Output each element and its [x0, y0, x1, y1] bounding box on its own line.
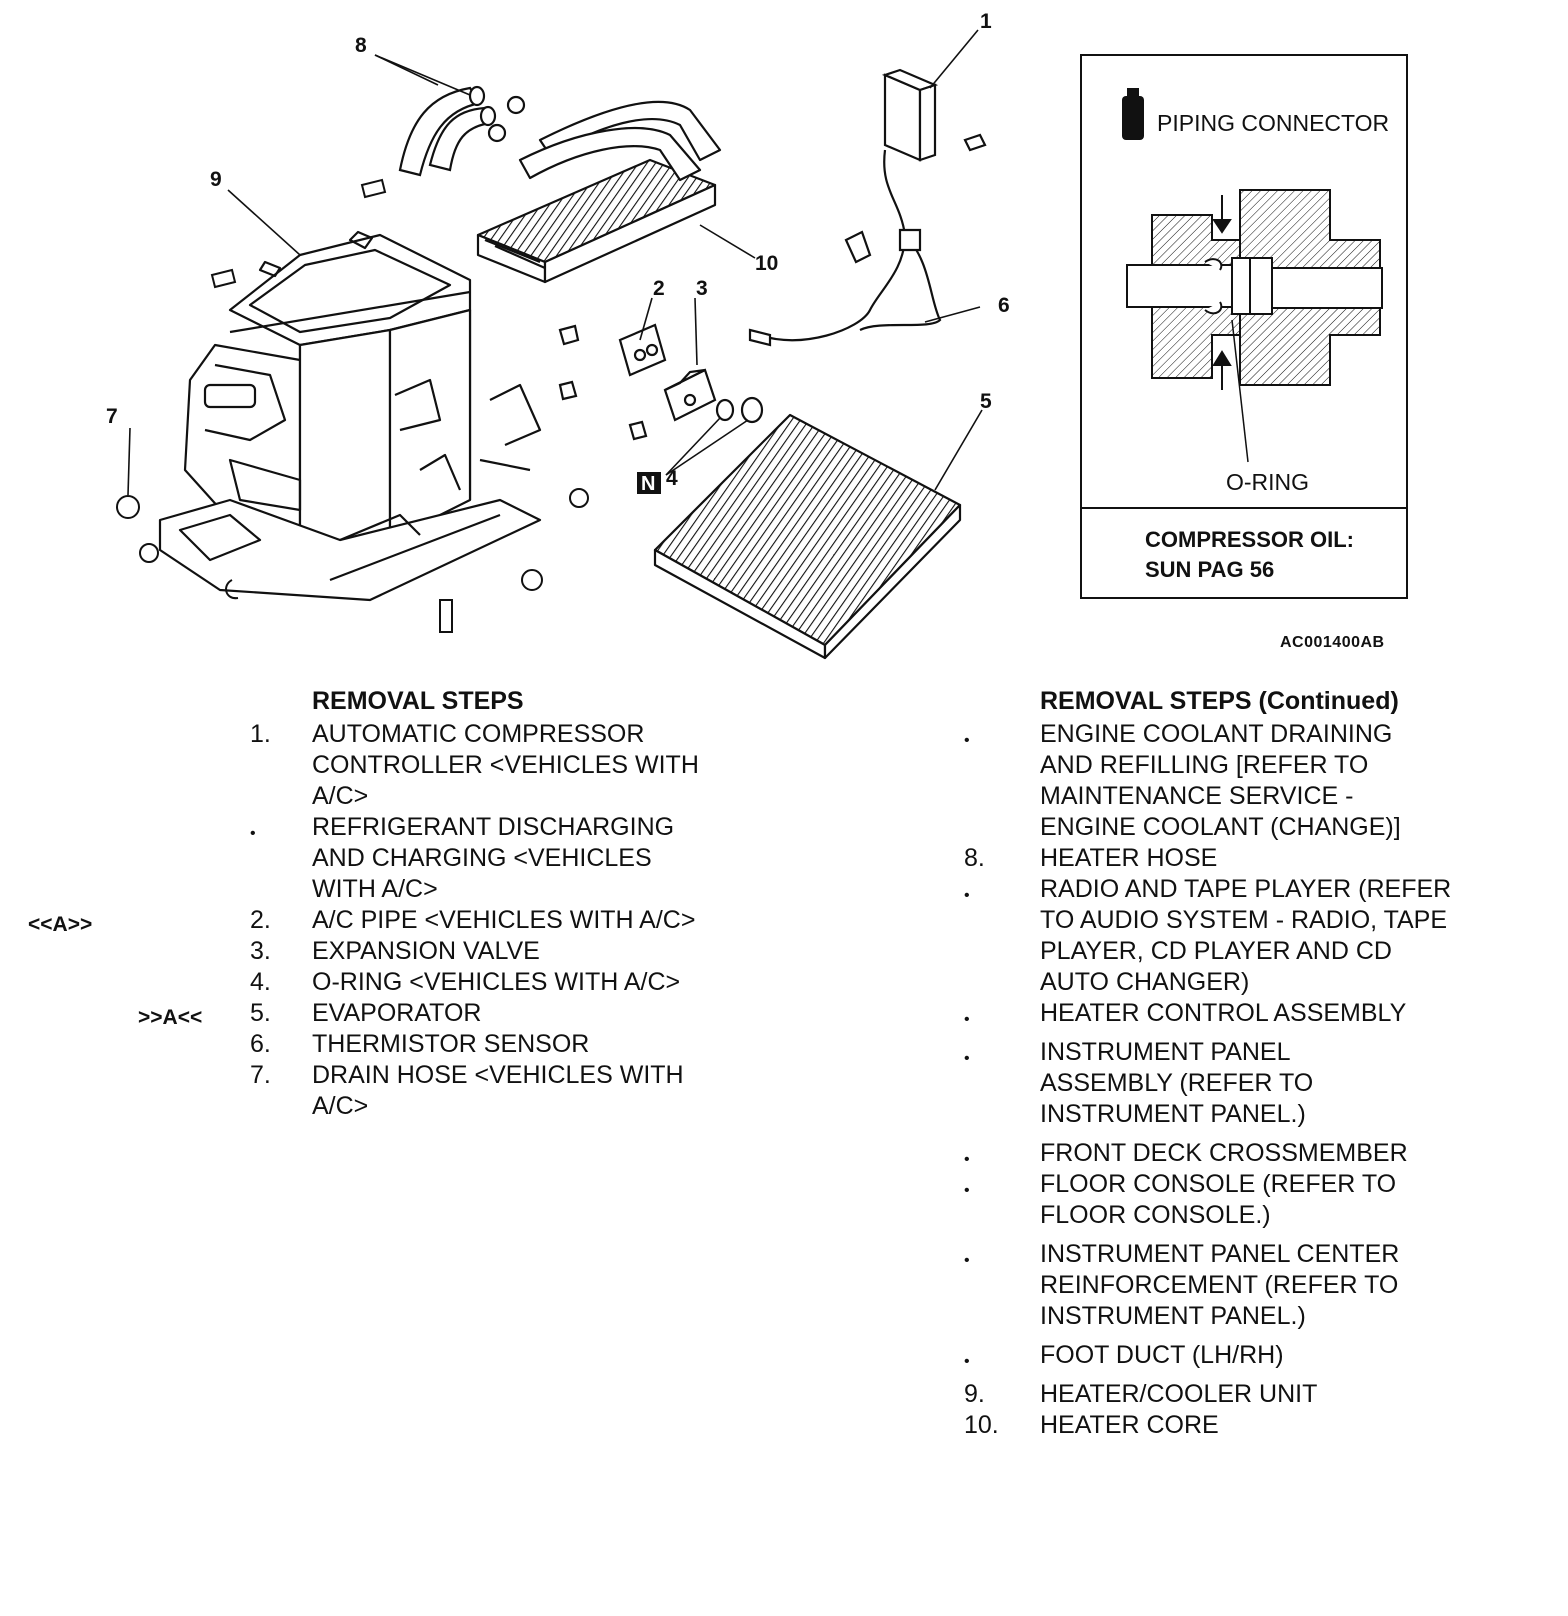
connector-cross-section	[1126, 189, 1383, 463]
o-ring-label: O-RING	[1226, 469, 1309, 495]
removal-steps-left: REMOVAL STEPS 1. AUTOMATIC COMPRESSOR CON…	[250, 686, 790, 1122]
step-bullet: •	[964, 1252, 970, 1269]
leader-lines	[127, 29, 983, 496]
step-bullet: •	[964, 1050, 970, 1067]
step-item: 7. DRAIN HOSE <VEHICLES WITH A/C>	[250, 1060, 790, 1122]
step-text: HEATER CONTROL ASSEMBLY	[1040, 999, 1407, 1027]
callout-1: 1	[980, 10, 992, 33]
step-number: 6.	[250, 1030, 271, 1058]
step-text: EXPANSION VALVE	[312, 937, 540, 965]
step-item: 6. THERMISTOR SENSOR	[250, 1029, 790, 1060]
step-item: 3. EXPANSION VALVE	[250, 936, 790, 967]
step-text: REFRIGERANT DISCHARGING AND CHARGING <VE…	[312, 813, 675, 903]
step-text: INSTRUMENT PANEL ASSEMBLY (REFER TO INST…	[1040, 1038, 1314, 1128]
step-number: 7.	[250, 1061, 271, 1089]
removal-steps-continued-heading: REMOVAL STEPS (Continued)	[1040, 687, 1399, 715]
piping-connector-inset: PIPING CONNECTOR O-RING COMPRESSOR OIL: …	[1080, 54, 1408, 599]
callout-10: 10	[755, 252, 778, 275]
step-bullet: •	[964, 1151, 970, 1168]
callout-5: 5	[980, 390, 992, 413]
step-item: • HEATER CONTROL ASSEMBLY	[964, 998, 1524, 1029]
heater-core-drawing	[476, 100, 722, 284]
step-text: ENGINE COOLANT DRAINING AND REFILLING [R…	[1040, 720, 1401, 841]
heater-cooler-unit-drawing	[158, 230, 542, 602]
step-text: THERMISTOR SENSOR	[312, 1030, 590, 1058]
step-bullet: •	[964, 1353, 970, 1370]
step-text: INSTRUMENT PANEL CENTER REINFORCEMENT (R…	[1040, 1240, 1400, 1330]
exploded-parts-diagram: 1 2 3 4 5 6 7 8 9 10 N PIPING CONNECTOR	[106, 10, 1408, 660]
step-number: 8.	[964, 844, 985, 872]
step-item: 5. EVAPORATOR	[250, 998, 790, 1029]
step-text: DRAIN HOSE <VEHICLES WITH A/C>	[312, 1061, 684, 1120]
step-item: • INSTRUMENT PANEL CENTER REINFORCEMENT (…	[964, 1239, 1524, 1332]
step-bullet: •	[964, 887, 970, 904]
step-number: 9.	[964, 1380, 985, 1408]
evaporator-drawing	[653, 413, 962, 660]
inset-title: PIPING CONNECTOR	[1157, 110, 1389, 136]
service-marker-a-out: >>A<<	[138, 1006, 203, 1029]
compressor-controller-drawing	[748, 68, 987, 347]
step-number: 4.	[250, 968, 271, 996]
expansion-valve-drawing	[558, 323, 764, 441]
step-item: 8. HEATER HOSE	[964, 843, 1524, 874]
compressor-oil-value: SUN PAG 56	[1145, 557, 1274, 582]
step-bullet: •	[964, 732, 970, 749]
step-text: HEATER CORE	[1040, 1411, 1219, 1439]
callout-7: 7	[106, 405, 118, 428]
step-bullet: •	[250, 825, 256, 842]
step-text: O-RING <VEHICLES WITH A/C>	[312, 968, 681, 996]
step-number: 2.	[250, 906, 271, 934]
callout-6: 6	[998, 294, 1010, 317]
step-item: • FLOOR CONSOLE (REFER TO FLOOR CONSOLE.)	[964, 1169, 1524, 1231]
n-badge	[637, 472, 661, 494]
step-text: FOOT DUCT (LH/RH)	[1040, 1341, 1284, 1369]
step-item: • REFRIGERANT DISCHARGING AND CHARGING <V…	[250, 812, 790, 905]
step-text: AUTOMATIC COMPRESSOR CONTROLLER <VEHICLE…	[312, 720, 699, 810]
step-text: HEATER HOSE	[1040, 844, 1218, 872]
step-text: RADIO AND TAPE PLAYER (REFER TO AUDIO SY…	[1040, 875, 1452, 996]
n-badge-letter: N	[641, 473, 655, 495]
oil-bottle-icon	[1122, 88, 1144, 140]
step-text: EVAPORATOR	[312, 999, 482, 1027]
heater-hose-drawing	[398, 85, 526, 177]
step-text: FLOOR CONSOLE (REFER TO FLOOR CONSOLE.)	[1040, 1170, 1397, 1229]
step-item: • RADIO AND TAPE PLAYER (REFER TO AUDIO S…	[964, 874, 1524, 998]
step-text: A/C PIPE <VEHICLES WITH A/C>	[312, 906, 696, 934]
callout-4: 4	[666, 467, 678, 490]
callout-3: 3	[696, 277, 708, 300]
service-marker-a-in: <<A>>	[28, 913, 93, 936]
step-number: 10.	[964, 1411, 999, 1439]
step-item: 10. HEATER CORE	[964, 1410, 1524, 1441]
step-item: • ENGINE COOLANT DRAINING AND REFILLING […	[964, 719, 1524, 843]
removal-steps-heading: REMOVAL STEPS	[312, 687, 524, 715]
step-item: 9. HEATER/COOLER UNIT	[964, 1379, 1524, 1410]
step-item: 1. AUTOMATIC COMPRESSOR CONTROLLER <VEHIC…	[250, 719, 790, 812]
step-item: 4. O-RING <VEHICLES WITH A/C>	[250, 967, 790, 998]
step-item: 2. A/C PIPE <VEHICLES WITH A/C>	[250, 905, 790, 936]
step-item: • INSTRUMENT PANEL ASSEMBLY (REFER TO INS…	[964, 1037, 1524, 1130]
step-number: 1.	[250, 720, 271, 748]
step-text: FRONT DECK CROSSMEMBER	[1040, 1139, 1408, 1167]
compressor-oil-label: COMPRESSOR OIL:	[1145, 527, 1354, 552]
step-item: • FOOT DUCT (LH/RH)	[964, 1340, 1524, 1371]
step-item: • FRONT DECK CROSSMEMBER	[964, 1138, 1524, 1169]
step-bullet: •	[964, 1011, 970, 1028]
figure-id: AC001400AB	[1280, 634, 1385, 651]
callout-8: 8	[355, 34, 367, 57]
step-number: 3.	[250, 937, 271, 965]
step-text: HEATER/COOLER UNIT	[1040, 1380, 1318, 1408]
fasteners-drawing	[116, 178, 589, 633]
step-number: 5.	[250, 999, 271, 1027]
step-bullet: •	[964, 1182, 970, 1199]
callout-9: 9	[210, 168, 222, 191]
removal-steps-right: REMOVAL STEPS (Continued) • ENGINE COOLAN…	[964, 686, 1524, 1441]
callout-2: 2	[653, 277, 665, 300]
